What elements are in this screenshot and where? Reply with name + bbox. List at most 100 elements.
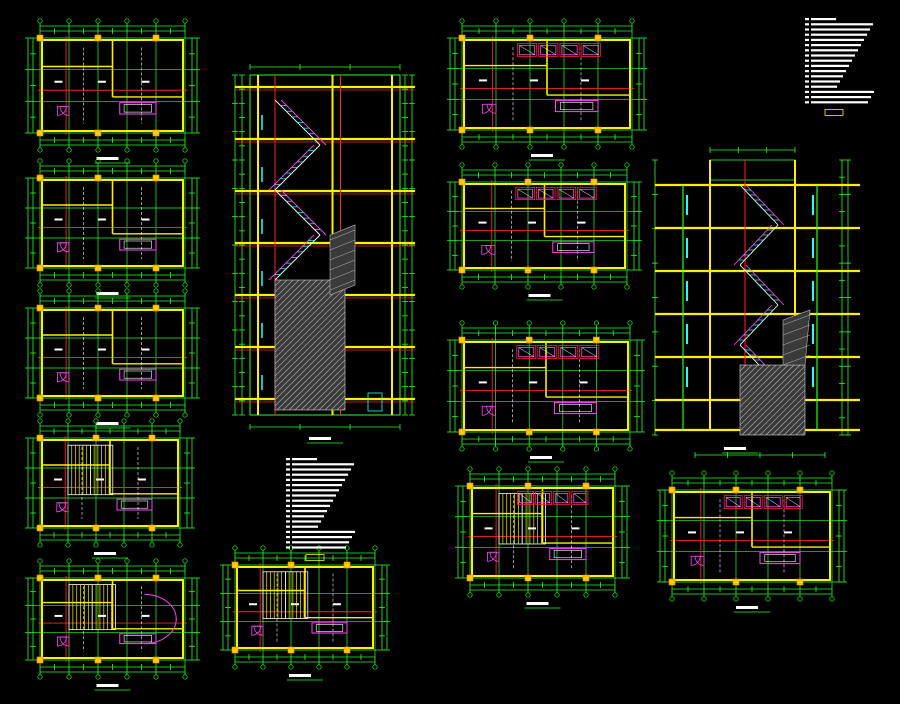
structural-column: [231, 561, 239, 569]
hatch-line: [777, 407, 805, 435]
note-bullet: [286, 515, 290, 518]
hatch-lines: [740, 365, 805, 435]
grid-top-bubble: [182, 288, 188, 294]
cubicle-diagonal: [537, 493, 550, 503]
door-arc: [694, 555, 705, 566]
grid-bottom-bubble: [95, 147, 101, 153]
structural-column: [36, 34, 44, 42]
grid-bottom-bubble: [37, 282, 43, 288]
structural-column: [526, 126, 534, 134]
room-label-mark: [98, 80, 106, 83]
hatch-line: [275, 280, 324, 329]
fixture-inner: [557, 243, 590, 251]
grid-top-bubble: [95, 558, 101, 564]
note-line: [811, 18, 836, 21]
structural-column: [36, 656, 44, 664]
fixture-inner: [120, 500, 149, 509]
fixture-inner: [123, 370, 152, 379]
hatch-line: [771, 401, 805, 435]
grid-bottom-bubble: [493, 446, 499, 452]
note-line: [292, 489, 339, 492]
grid-top-bubble: [153, 288, 159, 294]
grid-bottom-bubble: [153, 412, 159, 418]
hatch-line: [275, 335, 345, 407]
cubicle-diagonal: [581, 347, 597, 357]
plan-label-mark: [528, 294, 551, 297]
note-line: [292, 520, 321, 523]
hatch-line: [740, 365, 759, 384]
grid-bottom-bubble: [554, 592, 560, 598]
door-arc: [57, 106, 67, 116]
note-bullet: [805, 23, 809, 26]
door-arc: [486, 551, 497, 562]
structural-column: [36, 394, 44, 402]
grid-bottom-bubble: [344, 664, 350, 670]
room-label-mark: [736, 531, 744, 534]
room-label-mark: [98, 218, 106, 221]
cubicle-fixture: [540, 45, 557, 56]
grid-bottom-bubble: [149, 542, 155, 548]
structural-column: [458, 178, 466, 186]
grid-top-bubble: [66, 158, 72, 164]
cubicle-frame: [763, 495, 783, 509]
door-arc: [59, 106, 70, 116]
grid-top-bubble: [124, 558, 130, 564]
door-swing: [485, 244, 496, 255]
hatch-line: [275, 280, 318, 323]
hatch-line: [782, 334, 811, 346]
note-bullet: [286, 520, 290, 523]
structural-column: [524, 574, 532, 582]
note-line: [292, 504, 330, 507]
grid-top-bubble: [554, 466, 560, 472]
grid-bottom-bubble: [561, 144, 567, 150]
structural-column: [593, 336, 600, 344]
note-bullet: [805, 70, 809, 73]
structural-column: [668, 486, 676, 494]
note-bullet: [286, 536, 290, 539]
rsection-parapet: [709, 159, 796, 181]
grid-top-bubble: [124, 18, 130, 24]
hatch-line: [740, 365, 783, 408]
room-label-mark: [784, 531, 792, 534]
note-bullet: [286, 489, 290, 492]
cubicle-diagonal: [746, 497, 761, 507]
door-arc: [56, 502, 67, 513]
hatch-line: [318, 383, 345, 410]
structural-column: [94, 129, 102, 137]
structural-column: [525, 336, 533, 344]
fixture-counter: [555, 100, 599, 113]
grid-top-bubble: [627, 320, 633, 326]
plan-label-mark: [530, 456, 552, 459]
hatch-line: [740, 365, 753, 378]
cubicle-diagonal: [583, 45, 599, 55]
grid-bottom-bubble: [526, 446, 532, 452]
note-line: [811, 75, 843, 78]
room-label-mark: [96, 478, 104, 481]
cubicle-fixture: [745, 497, 761, 508]
fixture-counter: [116, 498, 153, 511]
note-bullet: [286, 468, 290, 471]
cubicle-frame: [517, 43, 538, 57]
grid-top-bubble: [629, 18, 635, 24]
note-bullet: [805, 101, 809, 104]
hatch-line: [275, 280, 330, 335]
hatch-line: [740, 365, 777, 402]
note-line: [811, 23, 873, 26]
door-arc: [59, 636, 70, 647]
grid-bottom-bubble: [459, 446, 465, 452]
cubicle-frame: [536, 186, 556, 200]
cubicle-diagonal: [555, 493, 568, 503]
grid-top-bubble: [37, 558, 43, 564]
grid-top-bubble: [459, 320, 465, 326]
structural-column: [92, 434, 100, 442]
plan-label-mark: [736, 606, 758, 609]
cubicle-diagonal: [560, 347, 576, 357]
structural-column: [152, 129, 160, 137]
room-label-mark: [138, 478, 146, 481]
door-swing: [253, 625, 264, 636]
cubicle-diagonal: [561, 45, 578, 55]
note-bullet: [805, 33, 809, 36]
structural-column: [94, 174, 102, 182]
grid-top-bubble: [525, 466, 531, 472]
notes-blocks: [286, 18, 874, 561]
